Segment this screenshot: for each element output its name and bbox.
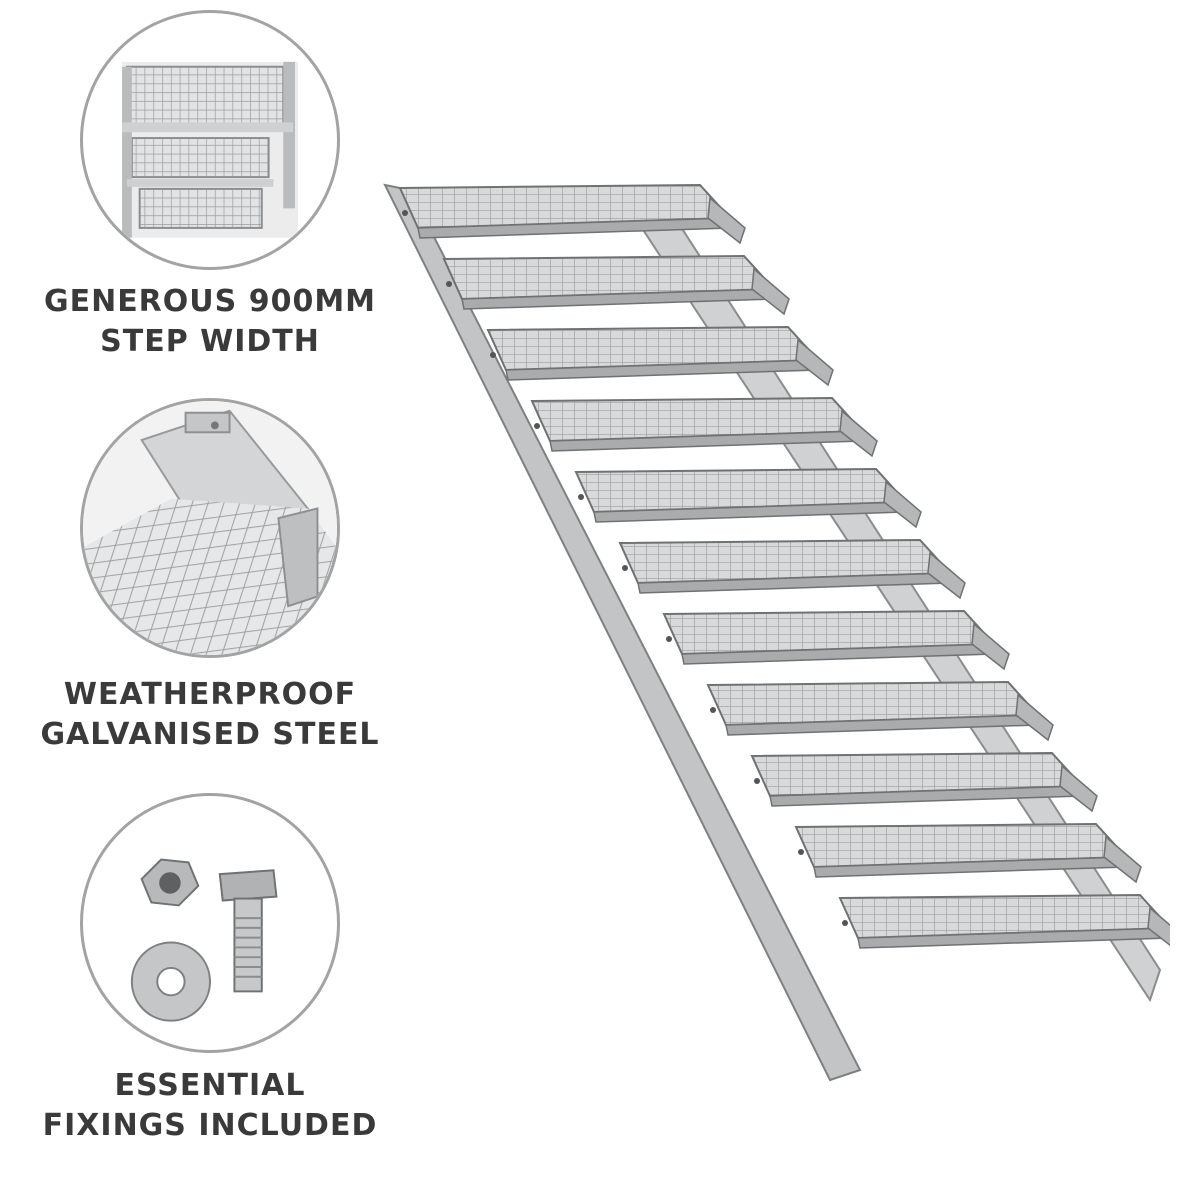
bolt-head [490, 352, 496, 358]
bolt-head [402, 210, 408, 216]
step-bracket [1059, 764, 1098, 813]
caption-line-2: FIXINGS INCLUDED [42, 1108, 378, 1143]
step-bracket [927, 551, 966, 600]
step-nosing [857, 927, 1170, 949]
step-bracket [883, 480, 922, 529]
bolt-icon [218, 869, 278, 993]
step-bracket [751, 267, 790, 316]
step-bracket [1015, 693, 1054, 742]
stair-top-view-badge [80, 10, 340, 270]
caption-line-1: ESSENTIAL [114, 1068, 306, 1103]
bolt-head [534, 423, 540, 429]
bolt-head [446, 281, 452, 287]
bolt-head [622, 565, 628, 571]
bolt-head [798, 849, 804, 855]
bolt-head [842, 920, 848, 926]
feature-caption: GENEROUS 900MM STEP WIDTH [0, 282, 420, 362]
staircase-product-image [383, 183, 1170, 1082]
step-bracket [795, 338, 834, 387]
feature-caption: ESSENTIAL FIXINGS INCLUDED [0, 1066, 420, 1146]
fixings-badge [80, 793, 340, 1053]
stair-step [838, 893, 1170, 940]
step-bracket [1147, 906, 1170, 947]
bolt-nut-washer-icon [130, 858, 278, 1022]
caption-line-1: GENEROUS 900MM [43, 284, 377, 319]
grating-closeup-icon [83, 401, 337, 655]
bolt-head [578, 494, 584, 500]
feature-caption: WEATHERPROOF GALVANISED STEEL [0, 675, 420, 755]
bolt-head [666, 636, 672, 642]
step-bracket [971, 622, 1010, 671]
grating-closeup-badge [80, 398, 340, 658]
step-bracket [707, 196, 746, 245]
caption-line-1: WEATHERPROOF [63, 677, 357, 712]
caption-line-2: STEP WIDTH [100, 324, 320, 359]
caption-line-2: GALVANISED STEEL [40, 717, 380, 752]
bolt-head [754, 778, 760, 784]
bolt-head [710, 707, 716, 713]
step-bracket [839, 409, 878, 458]
stair-top-view-icon [122, 61, 298, 238]
step-bracket [1103, 835, 1142, 884]
